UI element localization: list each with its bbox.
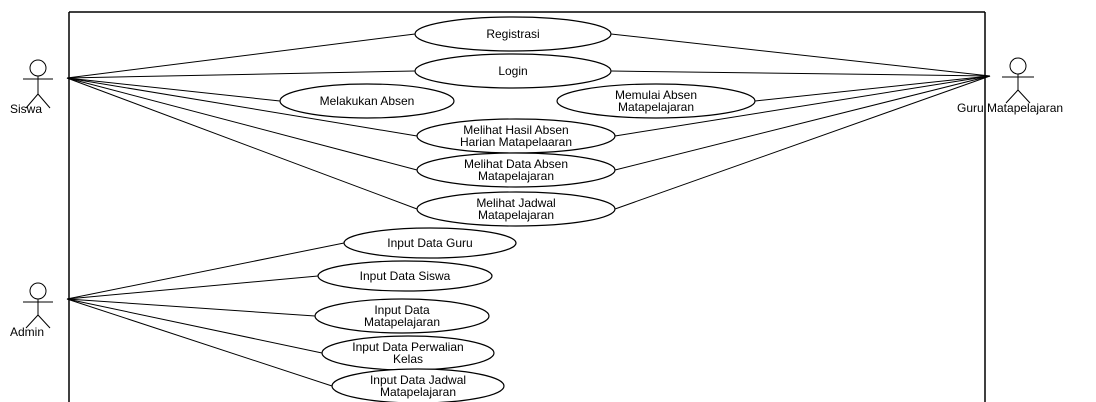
association-line <box>610 33 991 77</box>
use-case-login[interactable]: Login <box>414 53 612 89</box>
actor-guru[interactable] <box>1002 57 1034 104</box>
use-case-label: Registrasi <box>486 27 539 41</box>
use-case-ellipse <box>556 83 756 119</box>
association-line <box>66 298 316 317</box>
association-line <box>754 75 991 102</box>
use-case-label: Input Data Perwalian <box>352 340 463 354</box>
associations <box>66 33 991 387</box>
association-line <box>66 33 416 79</box>
association-line <box>66 275 319 300</box>
association-line <box>66 70 416 79</box>
use-case-label: Harian Matapelaaran <box>460 135 572 149</box>
use-case-label: Melakukan Absen <box>320 94 415 108</box>
use-case-melakukan-absen[interactable]: Melakukan Absen <box>279 83 455 119</box>
use-case-ellipse <box>416 191 616 227</box>
use-case-label: Login <box>498 64 527 78</box>
use-case-label: Input Data Guru <box>387 236 472 250</box>
use-case-ellipse <box>414 53 612 89</box>
association-line <box>614 75 991 210</box>
actor-siswa[interactable] <box>23 59 53 109</box>
association-line <box>614 75 991 137</box>
use-case-ellipse <box>314 298 490 334</box>
association-line <box>614 75 991 171</box>
association-line <box>66 77 418 137</box>
use-case-label: Matapelajaran <box>618 100 694 114</box>
use-case-ellipse <box>414 16 612 52</box>
use-case-label: Matapelajaran <box>380 385 456 399</box>
use-case-ellipse <box>343 227 517 259</box>
use-case-label: Input Data Siswa <box>360 269 451 283</box>
use-case-input-data-guru[interactable]: Input Data Guru <box>343 227 517 259</box>
use-case-label: Input Data Jadwal <box>370 373 466 387</box>
actor-admin-label: Admin <box>10 325 44 339</box>
use-case-label: Melihat Data Absen <box>464 157 568 171</box>
association-line <box>610 70 991 77</box>
association-line <box>66 77 281 102</box>
use-case-label: Matapelajaran <box>478 169 554 183</box>
use-case-label: Matapelajaran <box>364 315 440 329</box>
use-case-input-data-siswa[interactable]: Input Data Siswa <box>317 260 493 292</box>
association-line <box>66 298 333 387</box>
association-line <box>66 77 418 171</box>
use-case-label: Kelas <box>393 352 423 366</box>
use-case-ellipse <box>317 260 493 292</box>
association-line <box>66 298 323 354</box>
association-line <box>66 242 345 300</box>
use-case-ellipse <box>279 83 455 119</box>
use-case-label: Matapelajaran <box>478 208 554 222</box>
use-case-ellipse <box>331 368 505 402</box>
use-case-ellipse <box>416 152 616 188</box>
use-case-label: Melihat Hasil Absen <box>463 123 568 137</box>
use-case-registrasi[interactable]: Registrasi <box>414 16 612 52</box>
use-case-label: Input Data <box>374 303 430 317</box>
use-case-label: Melihat Jadwal <box>476 196 555 210</box>
association-line <box>66 77 418 210</box>
actor-siswa-label: Siswa <box>10 102 42 116</box>
actor-guru-label: Guru Matapelajaran <box>957 101 1063 115</box>
use-case-label: Memulai Absen <box>615 88 697 102</box>
actor-admin[interactable] <box>23 282 53 329</box>
